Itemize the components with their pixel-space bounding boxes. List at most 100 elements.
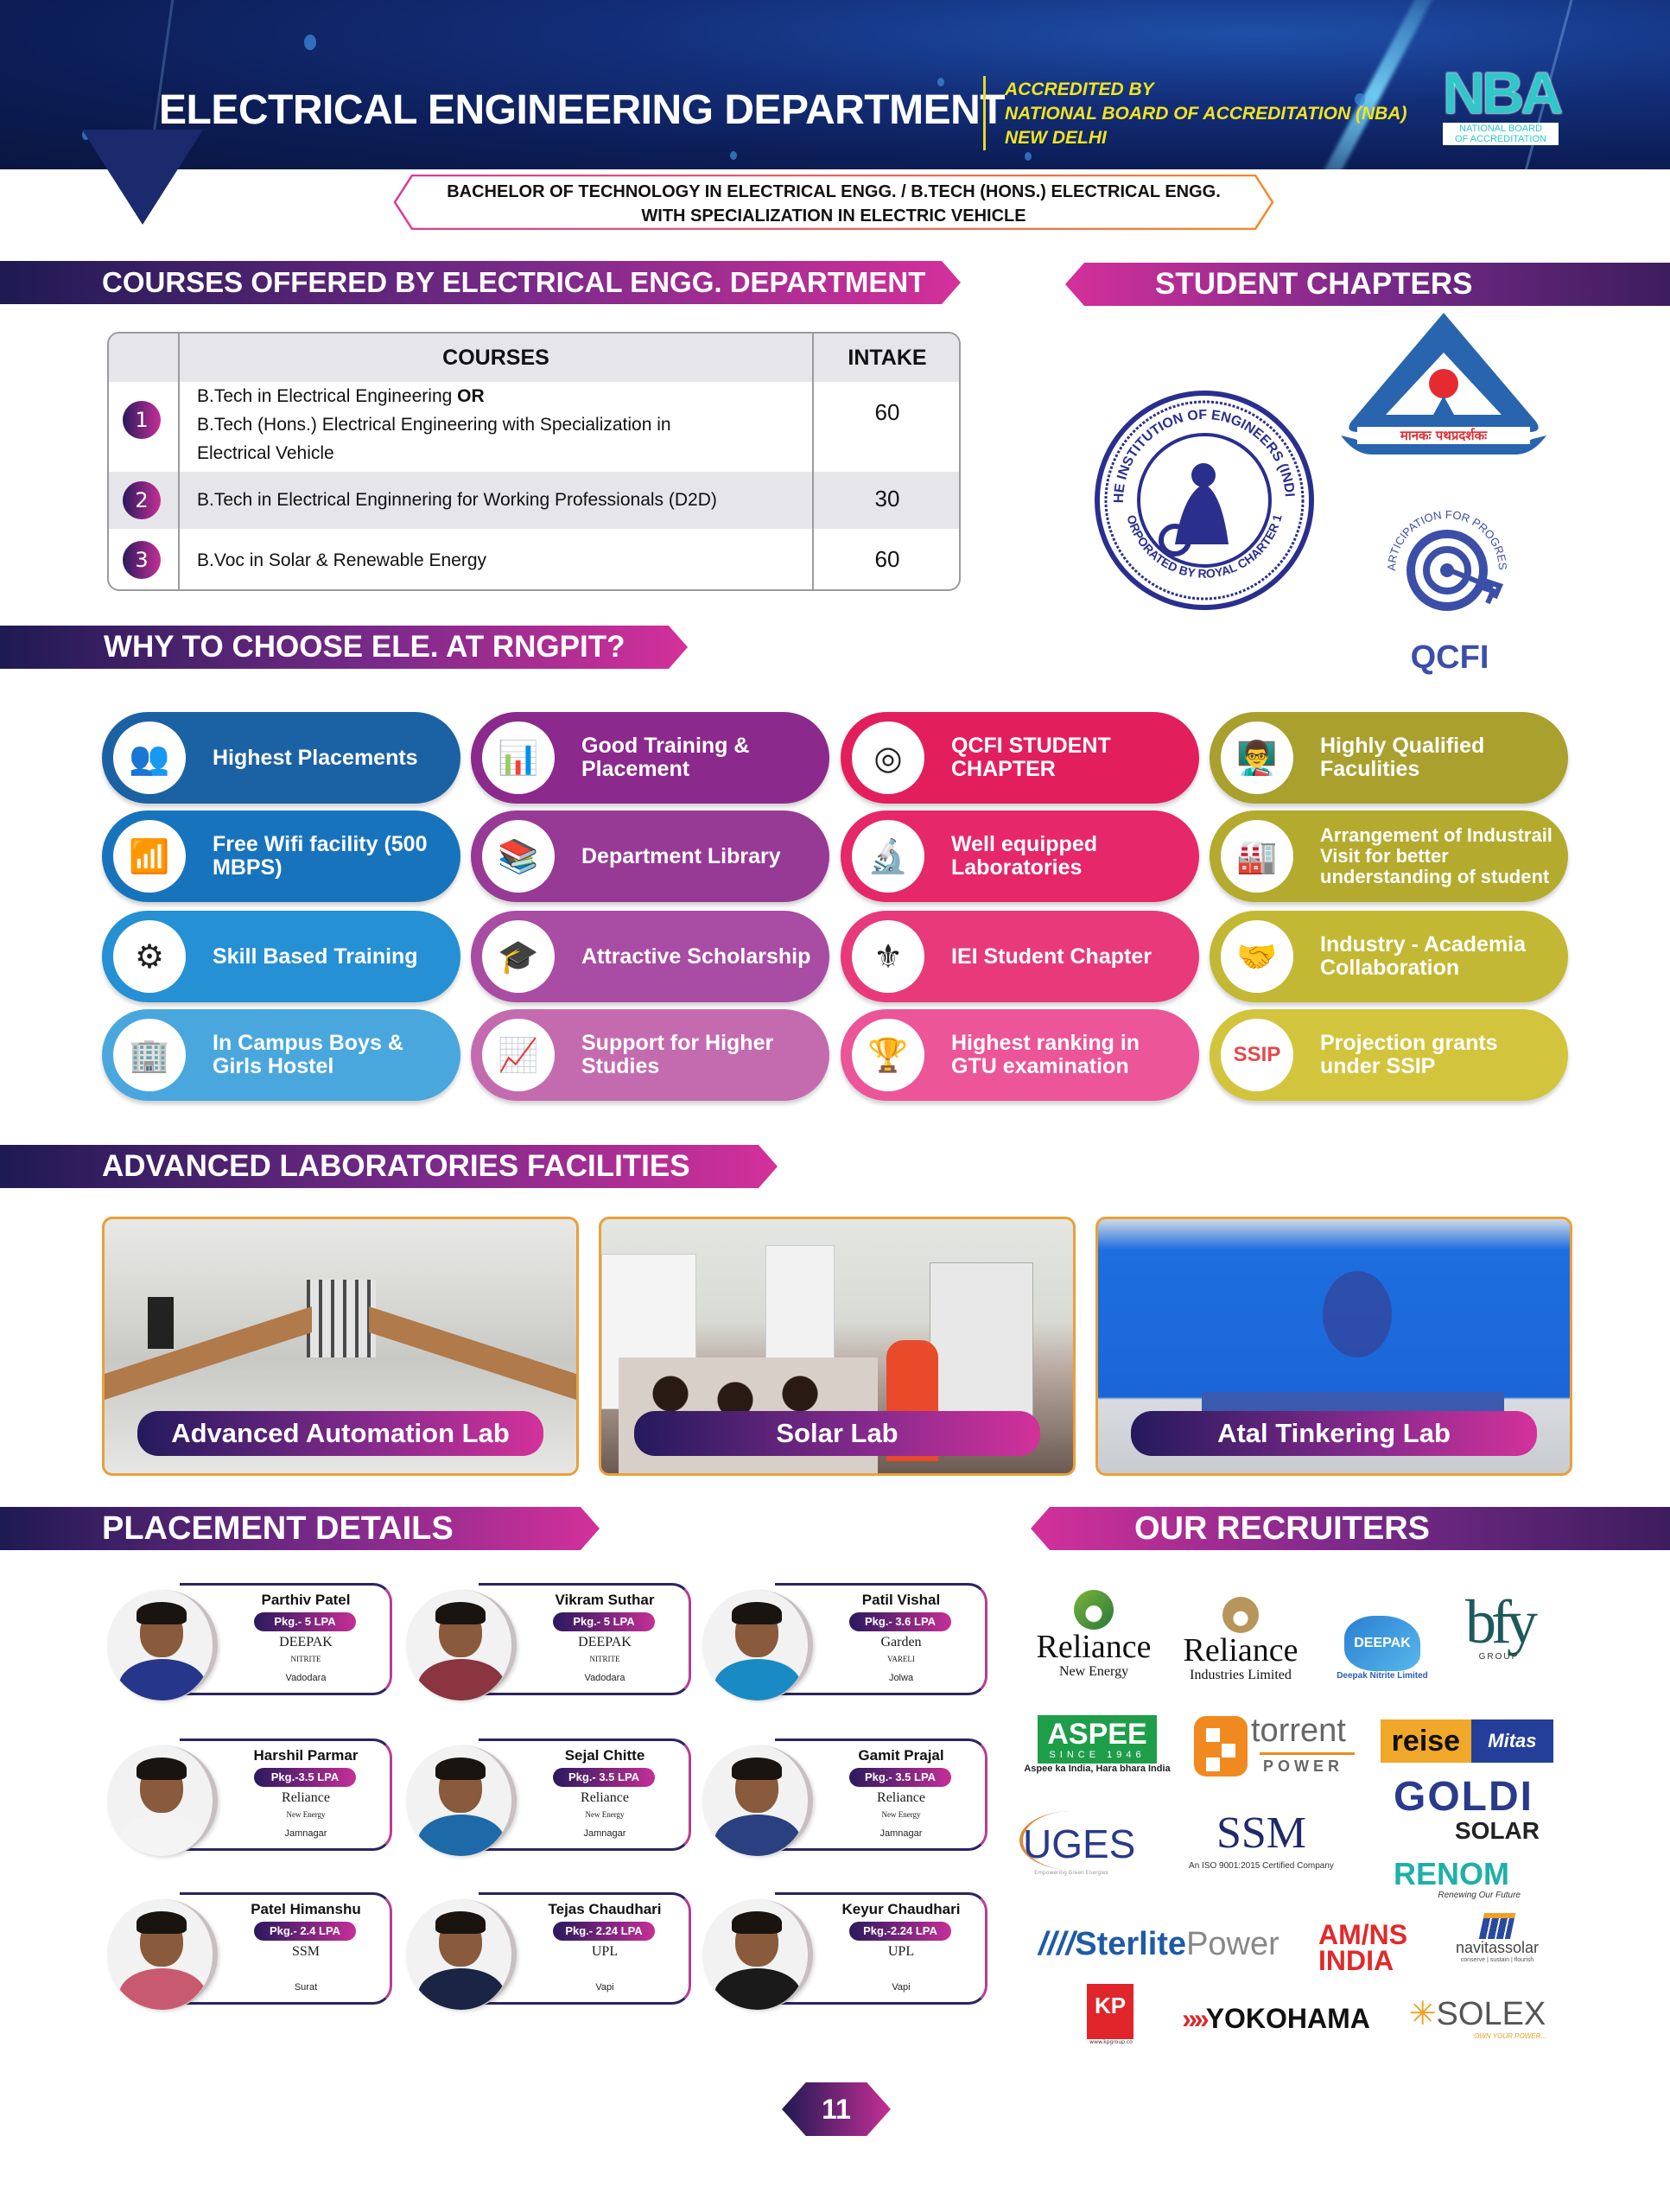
why-item-scholarship: 🎓Attractive Scholarship [471,911,829,1002]
package-badge: Pkg.- 5 LPA [553,1612,655,1631]
faculty-icon: 👨‍🏫 [1221,721,1293,794]
iei-icon: ⚜ [852,920,924,993]
why-item-recruitment: 👥 Highest Placements [102,712,460,804]
student-name: Keyur Chaudhari [841,1901,961,1917]
why-item-faculty: 👨‍🏫Highly Qualified Faculities [1210,712,1568,804]
courses-column-header: COURSES [442,346,549,370]
student-name: Sejal Chitte [564,1747,645,1764]
library-icon: 📚 [482,820,555,893]
qcfi-logo: PARTICIPATION FOR PROGRESS [1370,480,1521,629]
accreditation-city-line: NEW DELHI [1005,128,1107,148]
table-row: 2 B.Tech in Electrical Enginnering for W… [109,472,959,529]
recruiter-logo-bfy-group: bfy GROUP [1465,1587,1538,1662]
chapters-section-title: STUDENT CHAPTERS [1065,263,1670,306]
student-name: Tejas Chaudhari [548,1901,662,1917]
why-item-label: Industry - Academia Collaboration [1320,932,1527,980]
qcfi-icon: ◎ [852,721,924,794]
company-location: Vadodara [285,1673,327,1683]
recruiter-logo-reliance-industries: Reliance Industries Limited [1177,1597,1305,1683]
recruiter-logo-navitas-solar: navitassolar conserve | sustain | flouri… [1441,1913,1553,1963]
course-intake: 60 [874,399,900,425]
student-photo [107,1590,218,1700]
lab-caption: Advanced Automation Lab [137,1411,543,1456]
nba-logo-mark: NBA [1443,60,1563,126]
collaboration-icon: 🤝 [1221,920,1293,993]
package-badge: Pkg.-3.5 LPA [254,1768,356,1787]
why-item-label: Department Library [581,843,781,868]
why-item-label: Skill Based Training [213,944,418,969]
accreditation-body-line: NATIONAL BOARD OF ACCREDITATION (NBA) [1005,104,1407,124]
recruiter-logo-reise-mitas: reise Mitas [1381,1719,1553,1763]
recruiters-section-title: OUR RECRUITERS [1031,1507,1670,1550]
iei-logo: THE INSTITUTION OF ENGINEERS (INDIA) INC… [1088,378,1316,612]
why-item-library: 📚 Department Library [471,810,829,902]
why-item-rank-one: 🏆Highest ranking in GTU examination [841,1009,1199,1101]
company-location: Vapi [595,1982,614,1993]
why-item-label: Attractive Scholarship [581,944,811,969]
recruiter-logo-ssm: SSM An ISO 9001:2015 Certified Company [1189,1808,1334,1871]
student-photo [702,1590,813,1700]
recruiter-logo-yokohama: »»YOKOHAMA [1182,2003,1370,2034]
bis-motto: मानकः पथप्रदर्शकः [1357,427,1530,444]
why-item-industrial-visit: 🏭 Arrangement of Industrail Visit for bet… [1210,810,1568,902]
company-logo: UPL [591,1944,619,1959]
why-item-label: Highest Placements [213,745,418,770]
industrial-visit-icon: 🏭 [1221,820,1293,893]
company-location: Jamnagar [284,1828,327,1839]
recruitment-icon: 👥 [113,721,186,794]
company-logo: SSM [291,1944,321,1959]
why-item-label: IEI Student Chapter [951,944,1152,969]
why-item-qcfi: ◎ QCFI STUDENT CHAPTER [841,712,1199,804]
intake-column-header: INTAKE [848,346,927,370]
recruiter-logo-kp-group: KP www.kpgroup.co [1087,1984,1135,2045]
course-intake: 60 [874,546,900,572]
why-item-higher-studies: 📈Support for Higher Studies [471,1009,829,1101]
company-logo: UPL [887,1944,915,1959]
package-badge: Pkg.-2.24 LPA [849,1922,951,1941]
why-item-label: QCFI STUDENT CHAPTER [951,734,1111,781]
student-name: Patil Vishal [861,1592,941,1608]
page-number: 11 [782,2082,891,2136]
wifi-icon: 📶 [113,820,186,893]
package-badge: Pkg.- 2.4 LPA [254,1922,356,1941]
package-badge: Pkg.- 5 LPA [254,1612,356,1631]
recruiter-logo-aspee: ASPEE SINCE 1946 Aspee ka India, Hara bh… [1018,1715,1177,1774]
course-name: B.Tech in Electrical Enginnering for Wor… [197,490,717,510]
student-photo [702,1899,813,2010]
header-banner [0,0,1670,169]
student-name: Harshil Parmar [253,1747,359,1764]
table-header-row [109,334,959,382]
company-location: Jamnagar [583,1828,626,1839]
qcfi-name: QCFI [1410,639,1489,676]
degree-banner: BACHELOR OF TECHNOLOGY IN ELECTRICAL ENG… [393,175,1274,230]
row-number-badge: 3 [123,541,161,579]
degree-line-1: BACHELOR OF TECHNOLOGY IN ELECTRICAL ENG… [447,182,1221,201]
recruiter-logo-deepak-nitrite: DEEPAK Deepak Nitrite Limited [1330,1616,1434,1681]
course-name: B.Tech in Electrical Engineering OR B.Te… [197,386,671,463]
why-item-label: Arrangement of Industrail Visit for bett… [1320,824,1553,887]
laboratory-icon: 🔬 [852,820,924,893]
lab-card-solar: Solar Lab [599,1217,1076,1476]
student-photo [406,1899,517,2010]
student-photo [406,1590,517,1700]
recruiter-logo-uges: UGES Empowering Green Energies [1019,1811,1135,1876]
labs-section-title: ADVANCED LABORATORIES FACILITIES [0,1145,778,1188]
why-item-label: Projection grants under SSIP [1320,1031,1498,1078]
skill-icon: ⚙ [113,920,186,993]
accreditation-text: ACCREDITED BY NATIONAL BOARD OF ACCREDIT… [1005,78,1406,150]
company-location: Surat [294,1982,318,1993]
company-location: Jolwa [888,1673,914,1683]
placement-section-title: PLACEMENT DETAILS [0,1507,600,1550]
student-photo [702,1745,813,1856]
package-badge: Pkg.- 3.5 LPA [553,1768,655,1787]
